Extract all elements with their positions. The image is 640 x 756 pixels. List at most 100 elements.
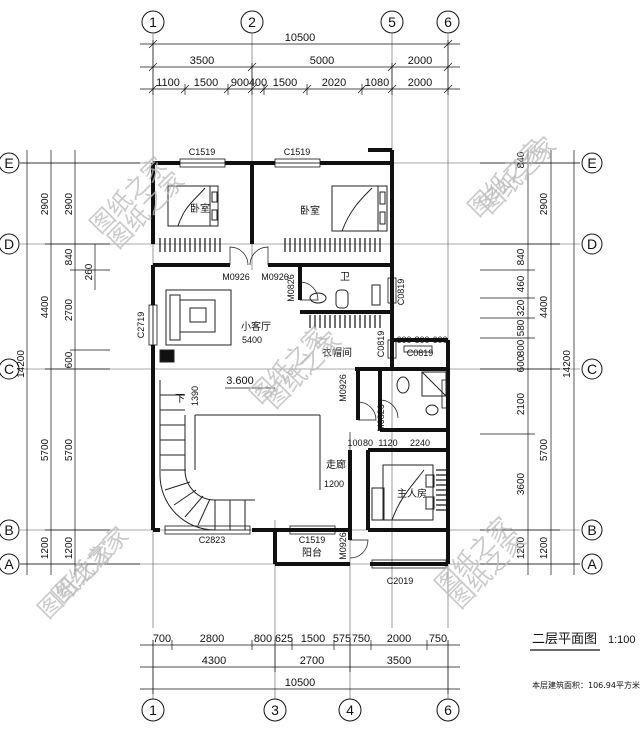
window-c1519-right: C1519 [284,147,311,157]
dim-left-i-5: 1200 [64,536,75,559]
bed-right [331,185,388,232]
dim-right-total: 14200 [562,350,573,378]
stair-down-label: 下 [175,394,185,405]
dim-right-o-2: 5700 [539,438,550,461]
dim-bot-total: 10500 [285,677,316,689]
axis-left-c: C [4,361,14,377]
dim-right-o-3: 1200 [539,536,550,559]
dim-bot-r2-0: 4300 [202,655,226,667]
dim-int-h-0: 600 [396,335,411,345]
axis-top-6: 6 [444,14,452,30]
top-dimensions [140,39,460,95]
dim-int-v-0: 1390 [190,386,200,406]
axis-bottom-3: 3 [271,702,279,718]
axis-bottom-6: 6 [444,702,452,718]
door-m0826-bath: M0826 [286,274,296,302]
dim-bot-r1-1: 2800 [200,633,224,645]
dim-top-r2-6: 1080 [365,77,389,89]
dim-right-i-1: 460 [516,275,527,292]
axis-left-b: B [4,522,13,538]
bed-left [167,185,219,227]
room-bedroom-left: 卧室 [190,202,210,215]
dim-right-i-4: 800 [516,339,527,356]
dim-int-h-2: 600 [432,335,447,345]
axis-right-a: A [587,556,597,572]
dim-right-i-0: 840 [516,248,527,265]
sofa-set [159,289,232,363]
wardrobe-hatch [159,238,446,511]
dim-left-o-1: 4400 [40,295,51,318]
axis-right-d: D [587,236,597,252]
door-m0926-corridor: M0926 [338,374,348,402]
dim-top-r2-7: 2000 [408,77,432,89]
dim-top-r2-0: 1100 [156,77,180,89]
dim-left-o-3: 1200 [40,536,51,559]
dim-right-o-1: 4400 [539,295,550,318]
axis-left-a: A [4,556,14,572]
dim-bot-r1-6: 750 [352,633,370,645]
drawing-title: 二层平面图 [532,632,597,647]
dim-top-r2-3: 400 [249,77,267,89]
dim-left-o-0: 2900 [40,192,51,215]
elevation-label: 3.600 [226,375,254,387]
dim-left-extra: 260 [84,263,95,280]
dim-bot-r1-3: 625 [275,633,293,645]
dim-bot-r1-2: 800 [254,633,272,645]
dim-right-i-7: 3600 [516,472,527,495]
doors [229,246,399,559]
dim-int-h-5: 1120 [378,438,397,448]
window-c1519-balcony: C1519 [299,535,326,545]
master-bed [371,464,435,521]
axis-bubbles-left: E D C B A [0,152,20,575]
area-note: 本层建筑面积：106.94平方米 [532,680,640,690]
dim-left-o-2: 5700 [40,438,51,461]
dim-top-r1-0: 3500 [190,55,214,67]
dim-right-i-8: 1200 [516,536,527,559]
watermark-4: 图纸之家 [462,135,550,223]
dim-top-total: 10500 [285,32,316,44]
axis-right-c: C [587,361,597,377]
window-c2719: C2719 [136,312,146,339]
axis-top-1: 1 [149,14,157,30]
watermarks: 图纸之家 图纸之家 图纸之家 图纸之家 图纸之家 图纸之家 图纸之家 图纸之家 … [32,132,562,625]
dim-left-i-4: 5700 [64,438,75,461]
dim-int-h-6: 2240 [410,438,430,448]
bath-fixtures [309,284,447,416]
axis-right-b: B [587,522,596,538]
dim-right-i-5: 600 [516,355,527,372]
dim-int-h-3: 100 [347,438,362,448]
dim-right-o-0: 2900 [539,192,550,215]
window-c0819-bath: C0819 [396,279,406,306]
watermark-8: 图纸之家 [46,522,134,610]
left-dimensions [20,150,140,575]
dim-bot-r1-8: 750 [429,633,447,645]
axis-bottom-1: 1 [149,702,157,718]
door-m0926-balcony: M0926 [338,532,348,560]
dim-left-i-3: 600 [64,351,75,368]
dim-top-r1-2: 2000 [408,55,432,67]
dim-top-r1-1: 5000 [310,55,334,67]
dim-right-i-2: 320 [516,299,527,316]
window-c1519-left: C1519 [189,147,216,157]
axis-left-e: E [4,155,13,171]
room-cloak: 衣帽间 [322,346,352,359]
dim-left-i-1: 840 [64,248,75,265]
dim-bot-r1-7: 2000 [387,633,411,645]
axis-bubbles-top: 1 2 5 6 [141,10,460,34]
drawing-scale: 1:100 [608,634,636,646]
room-bedroom-right: 卧室 [300,204,320,217]
dim-right-i-6: 2100 [516,392,527,415]
axis-bubbles-right: E D C B A [581,152,603,575]
dim-bot-r2-2: 3500 [387,655,411,667]
dim-int-h-4: 80 [363,438,373,448]
dim-top-r2-5: 2020 [322,77,346,89]
spiral-stair [159,380,255,531]
dim-top-r2-2: 900 [231,77,249,89]
dim-int-h-1: 800 [414,335,429,345]
dim-right-i-3: 580 [516,319,527,336]
axis-top-2: 2 [248,14,256,30]
dim-bot-r1-0: 700 [153,633,171,645]
dim-left-total: 14200 [16,350,27,378]
axis-left-d: D [4,236,14,252]
